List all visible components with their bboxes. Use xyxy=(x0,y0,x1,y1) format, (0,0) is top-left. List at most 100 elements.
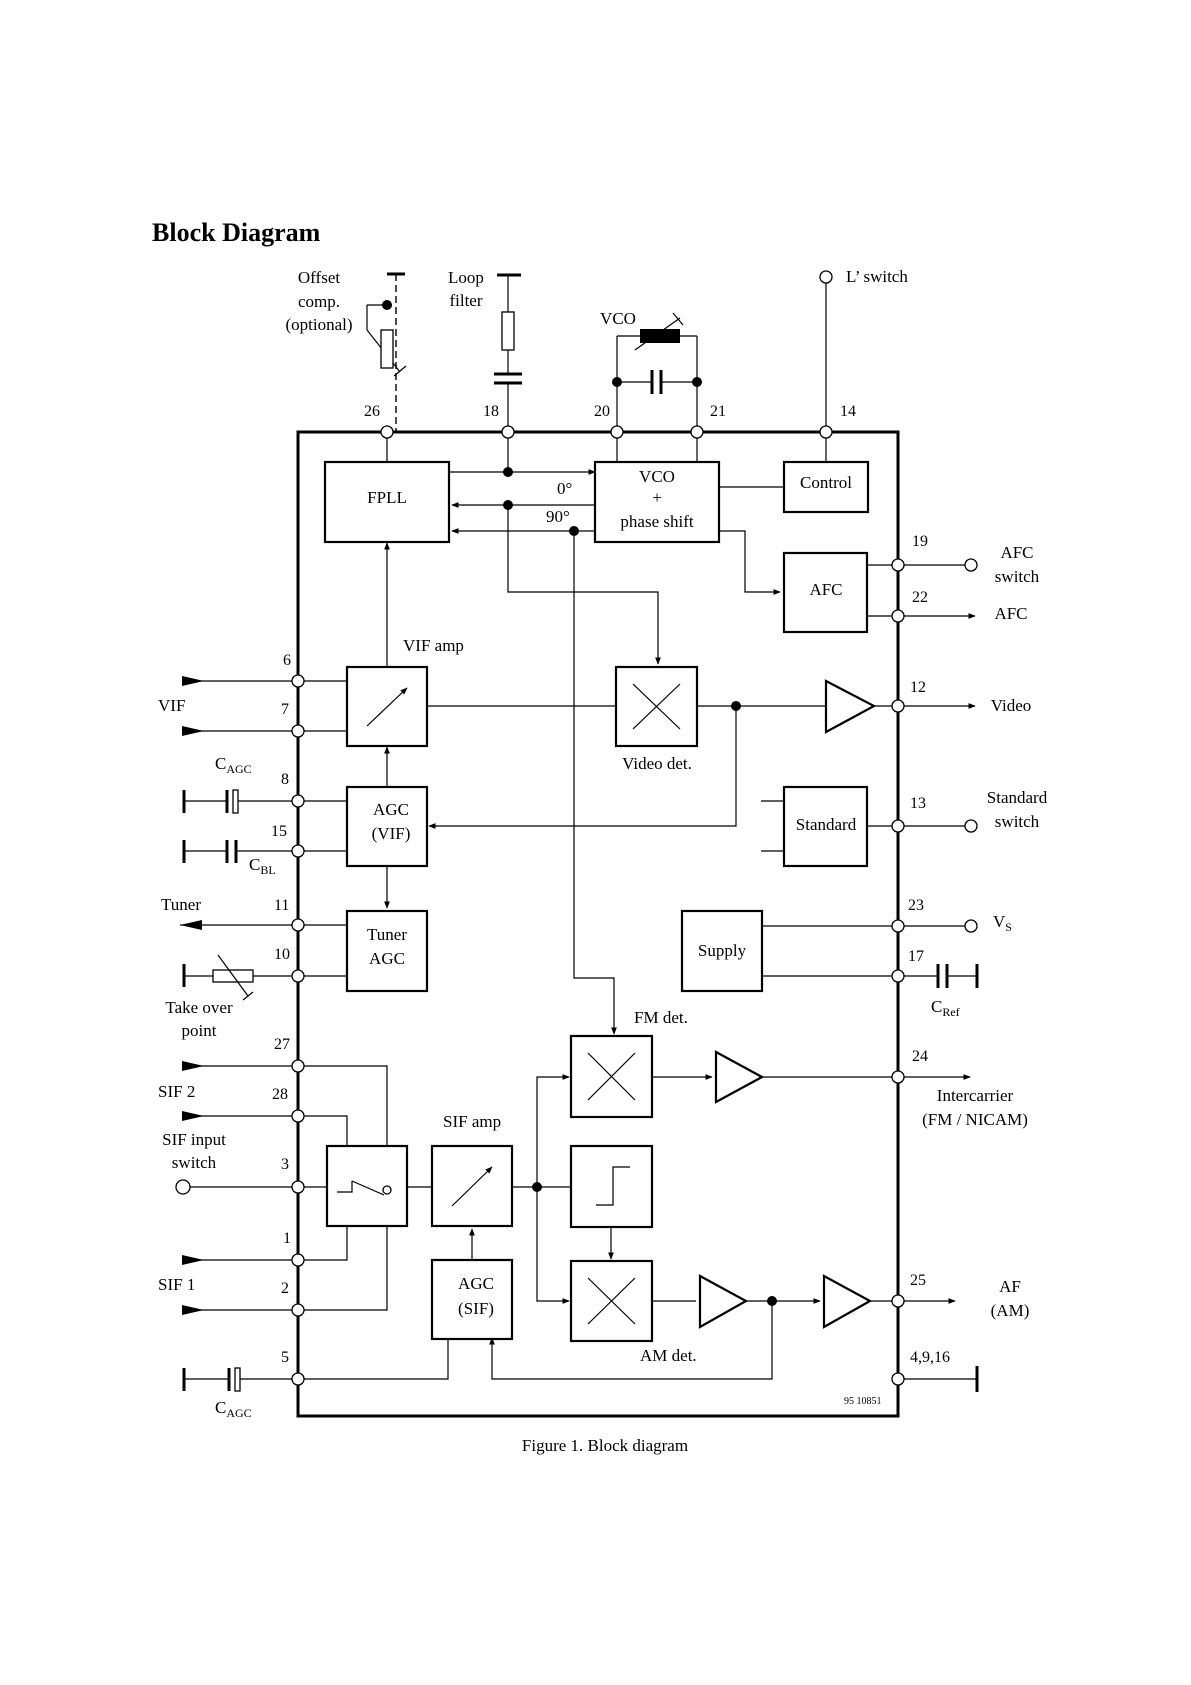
offset-comp-network xyxy=(366,272,407,432)
vco-block-phase: phase shift xyxy=(620,512,693,531)
take-over-label-2: point xyxy=(182,1021,217,1040)
cagc-label: CAGC xyxy=(215,754,252,776)
vco-phase-shift-block: VCO + phase shift xyxy=(593,460,721,544)
sif1-label: SIF 1 xyxy=(158,1275,195,1294)
control-block: Control xyxy=(782,460,870,514)
left-external xyxy=(175,676,298,1392)
pin-26: 26 xyxy=(364,403,380,420)
vco-block-label: VCO xyxy=(639,467,675,486)
pin-5: 5 xyxy=(281,1349,289,1366)
afc-switch-label-2: switch xyxy=(995,567,1040,586)
pin-7: 7 xyxy=(281,701,289,718)
pin-6: 6 xyxy=(283,652,291,669)
loop-filter-label-1: Loop xyxy=(448,268,484,287)
offset-label-3: (optional) xyxy=(285,315,352,334)
figure-caption: Figure 1. Block diagram xyxy=(522,1436,688,1455)
ninety-degree-label: 90° xyxy=(546,507,570,526)
vif-label: VIF xyxy=(158,696,185,715)
tuner-label: Tuner xyxy=(161,895,201,914)
standard-switch-label-1: Standard xyxy=(987,788,1048,807)
zero-degree-label: 0° xyxy=(557,479,572,498)
sif-amp-label: SIF amp xyxy=(443,1112,501,1131)
fpll-label: FPLL xyxy=(367,488,407,507)
control-label: Control xyxy=(800,473,852,492)
supply-label: Supply xyxy=(698,941,747,960)
afc-block: AFC xyxy=(782,551,869,634)
pin-17: 17 xyxy=(908,948,924,965)
agc-vif-block: AGC (VIF) xyxy=(345,785,429,868)
pin-22: 22 xyxy=(912,589,928,606)
cagc-bottom-label: CAGC xyxy=(215,1398,252,1420)
fm-detector-block xyxy=(569,1034,654,1119)
pin-10: 10 xyxy=(274,946,290,963)
afc-label: AFC xyxy=(809,580,842,599)
vs-label: VS xyxy=(993,912,1012,934)
agc-vif-label: AGC xyxy=(373,800,409,819)
pin-terminals xyxy=(291,425,905,1386)
signal-labels: Offset comp. (optional) Loop filter VCO … xyxy=(285,267,908,1365)
pin-18: 18 xyxy=(483,403,499,420)
pin-25: 25 xyxy=(910,1272,926,1289)
vif-amp-block xyxy=(345,665,429,748)
standard-switch-label-2: switch xyxy=(995,812,1040,831)
take-over-label-1: Take over xyxy=(165,998,233,1017)
l-switch-line xyxy=(819,270,833,432)
sif2-label: SIF 2 xyxy=(158,1082,195,1101)
vif-amp-label: VIF amp xyxy=(403,636,464,655)
drawing-code: 95 10851 xyxy=(844,1396,882,1407)
sif-amp-block xyxy=(430,1144,514,1228)
video-output-label: Video xyxy=(991,696,1032,715)
loop-filter-label-2: filter xyxy=(449,291,482,310)
fpll-block: FPLL xyxy=(323,460,451,544)
video-det-label: Video det. xyxy=(622,754,692,773)
tuner-agc-block: Tuner AGC xyxy=(345,909,429,993)
pin-4-9-16: 4,9,16 xyxy=(910,1349,950,1366)
limiter-block xyxy=(569,1144,654,1229)
left-labels: VIF CAGC CBL Tuner Take over point SIF 2… xyxy=(158,696,276,1420)
pin-24: 24 xyxy=(912,1048,928,1065)
pin-11: 11 xyxy=(274,897,289,914)
pin-13: 13 xyxy=(910,795,926,812)
vco-external-label: VCO xyxy=(600,309,636,328)
standard-block: Standard xyxy=(782,785,869,868)
pin-21: 21 xyxy=(710,403,726,420)
pin-14: 14 xyxy=(840,403,856,420)
afc-output-label: AFC xyxy=(994,604,1027,623)
vco-block-plus: + xyxy=(652,488,662,507)
agc-sif-label: AGC xyxy=(458,1274,494,1293)
pin-8: 8 xyxy=(281,771,289,788)
internal-wiring xyxy=(298,432,898,1380)
sif-input-switch-block xyxy=(325,1144,409,1228)
page-heading: Block Diagram xyxy=(152,218,321,247)
standard-label: Standard xyxy=(796,815,857,834)
pin-28: 28 xyxy=(272,1086,288,1103)
l-switch-label: L’ switch xyxy=(846,267,908,286)
fm-det-label: FM det. xyxy=(634,1008,688,1027)
pin-3: 3 xyxy=(281,1156,289,1173)
cref-label: CRef xyxy=(931,997,960,1019)
agc-sif-sub: (SIF) xyxy=(458,1299,494,1318)
afc-switch-label-1: AFC xyxy=(1000,543,1033,562)
right-external xyxy=(898,558,979,1392)
agc-sif-block: AGC (SIF) xyxy=(430,1258,514,1341)
intercarrier-label-2: (FM / NICAM) xyxy=(922,1110,1028,1129)
offset-label-2: comp. xyxy=(298,292,340,311)
af-label-1: AF xyxy=(999,1277,1021,1296)
pin-numbers: 26 18 20 21 14 6 7 8 15 11 10 27 28 3 1 … xyxy=(271,403,950,1366)
offset-label-1: Offset xyxy=(298,268,340,287)
right-labels: AFC switch AFC Video Standard switch VS … xyxy=(922,543,1048,1320)
am-detector-block xyxy=(569,1259,654,1343)
video-detector-block xyxy=(614,665,699,748)
pin-1: 1 xyxy=(283,1230,291,1247)
pin-12: 12 xyxy=(910,679,926,696)
am-amplifier-2 xyxy=(822,1274,873,1329)
sif-input-label-1: SIF input xyxy=(162,1130,226,1149)
supply-block: Supply xyxy=(680,909,764,993)
cbl-label: CBL xyxy=(249,855,276,877)
af-label-2: (AM) xyxy=(991,1301,1030,1320)
pin-15: 15 xyxy=(271,823,287,840)
loop-filter-network xyxy=(494,273,522,432)
pin-19: 19 xyxy=(912,533,928,550)
tuner-agc-label: Tuner xyxy=(367,925,407,944)
